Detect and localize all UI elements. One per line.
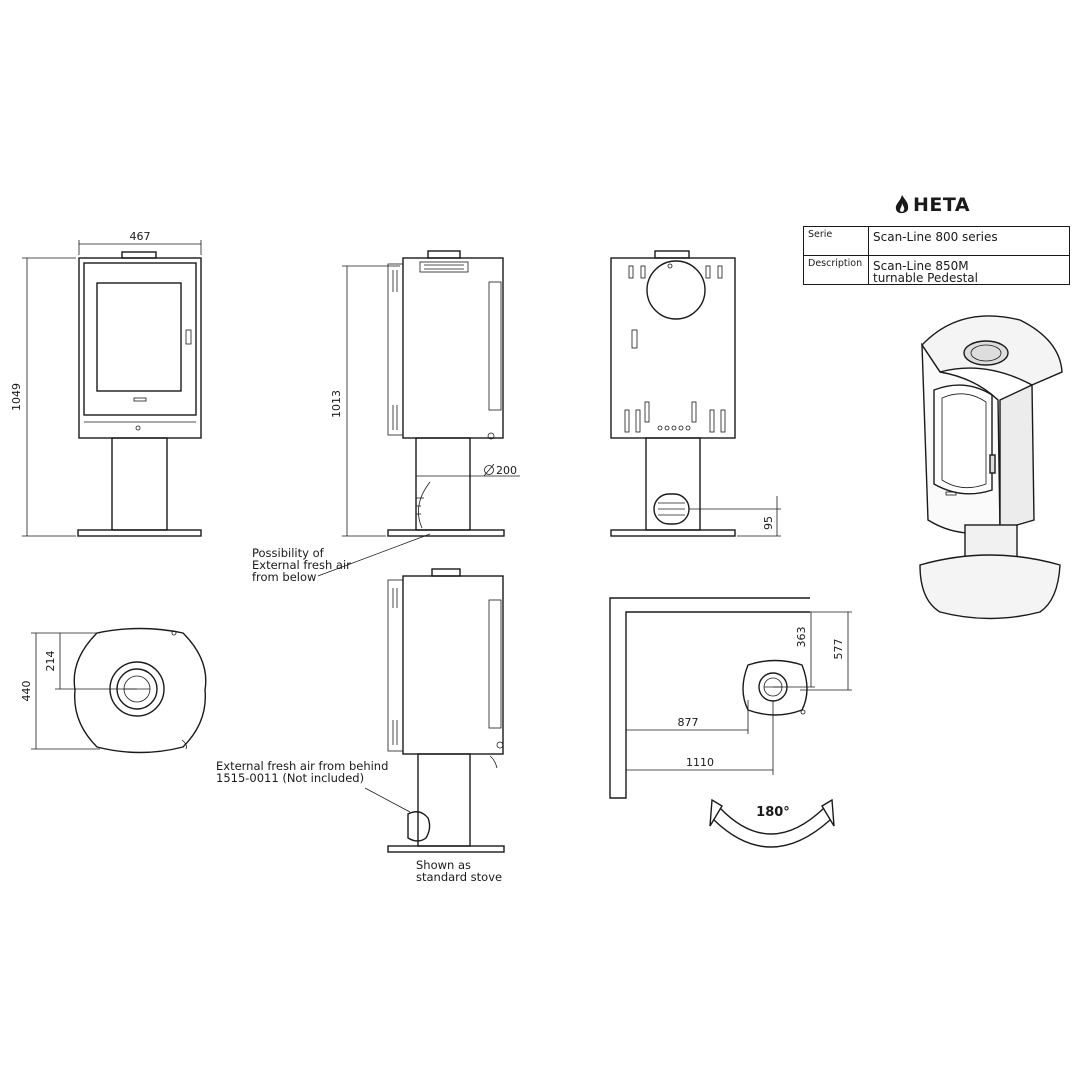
- dim-air-inlet-height: 95: [762, 516, 775, 530]
- diameter-dimension: 200: [483, 463, 517, 477]
- note-fresh-air-below: Possibility of External fresh air from b…: [252, 546, 355, 584]
- wall-plan-dimension-lines: [626, 611, 852, 775]
- top-dimension-lines: [31, 632, 137, 750]
- side-dimension-lines: [342, 265, 520, 537]
- dim-wall-363: 363: [795, 627, 808, 648]
- brand-name: HETA: [913, 194, 971, 216]
- info-key: Description: [803, 255, 869, 285]
- note-fresh-air-behind: External fresh air from behind 1515-0011…: [216, 759, 392, 785]
- info-value: Scan-Line 800 series: [868, 226, 1070, 256]
- front-view: [77, 251, 202, 537]
- back-dimension-lines: [689, 496, 781, 537]
- dim-height-total: 1049: [10, 383, 23, 411]
- info-row-description: Description Scan-Line 850M turnable Pede…: [803, 255, 1070, 285]
- dim-wall-577: 577: [832, 639, 845, 660]
- flame-icon: [895, 195, 909, 214]
- dim-flue-offset: 214: [44, 651, 57, 672]
- rotation-label: 180°: [756, 805, 790, 820]
- diameter-symbol: [483, 463, 495, 477]
- stove-3d-render: [919, 315, 1063, 620]
- dim-width: 467: [130, 230, 151, 243]
- dim-wall-1110: 1110: [686, 756, 714, 769]
- rotation-arrow-icon: [709, 798, 835, 848]
- front-dimension-lines: [22, 240, 202, 537]
- leader-fresh-air-below: [317, 533, 431, 577]
- info-value-line2: turnable Pedestal: [873, 271, 978, 285]
- dim-pipe-diameter: 200: [496, 464, 517, 477]
- wall-plan: [609, 597, 810, 799]
- note-standard-stove: Shown as standard stove: [416, 858, 502, 884]
- dim-depth: 440: [20, 681, 33, 702]
- info-row-serie: Serie Scan-Line 800 series: [803, 226, 1070, 256]
- top-view: [73, 627, 207, 754]
- info-key: Serie: [803, 226, 869, 256]
- side-view-standard: [387, 568, 505, 853]
- dim-height-side: 1013: [330, 390, 343, 418]
- leader-fresh-air-behind: [364, 787, 411, 813]
- side-view: [387, 250, 505, 537]
- back-view: [610, 250, 736, 537]
- dim-wall-877: 877: [678, 716, 699, 729]
- info-table: Serie Scan-Line 800 series Description S…: [803, 226, 1070, 285]
- info-value-line1: Scan-Line 850M: [873, 259, 969, 273]
- info-value: Scan-Line 850M turnable Pedestal: [868, 255, 1070, 285]
- heta-logo: HETA: [893, 194, 970, 216]
